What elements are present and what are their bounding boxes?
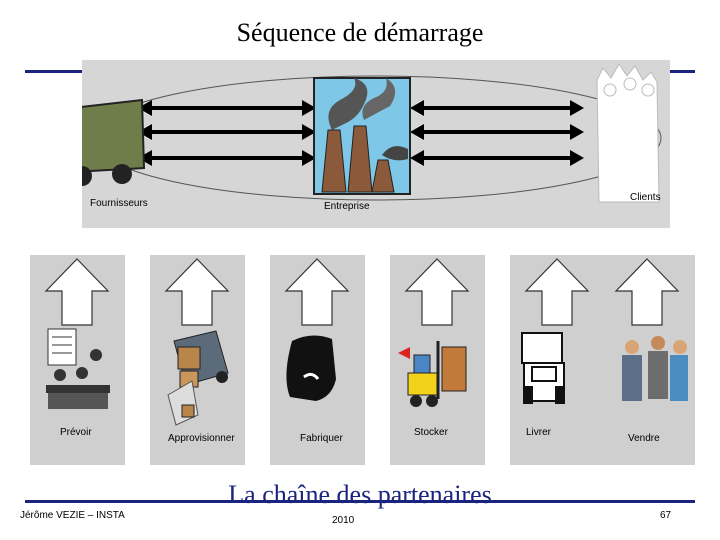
dump-truck-icon bbox=[82, 100, 144, 186]
title-rule-right bbox=[668, 70, 695, 73]
title-rule-left bbox=[25, 70, 85, 73]
semi-truck-icon bbox=[522, 333, 564, 403]
step-fabriquer: Fabriquer bbox=[270, 255, 365, 465]
step-label-livrer: Livrer bbox=[526, 427, 551, 438]
page-title: Séquence de démarrage bbox=[0, 18, 720, 48]
handshake-icon bbox=[622, 336, 688, 401]
partner-diagram bbox=[82, 60, 670, 228]
footer-rule bbox=[25, 500, 695, 503]
company-label: Entreprise bbox=[324, 201, 370, 212]
step-stocker: Stocker bbox=[390, 255, 485, 465]
manufacturing-icon bbox=[286, 335, 336, 401]
page-number: 67 bbox=[660, 510, 671, 521]
factory-icon bbox=[314, 78, 410, 194]
subtitle: La chaîne des partenaires bbox=[0, 480, 720, 510]
client-arrows bbox=[410, 100, 584, 166]
step-label-fabriquer: Fabriquer bbox=[300, 433, 343, 444]
step-approvisionner: Approvisionner bbox=[150, 255, 245, 465]
step-livrer: Livrer bbox=[510, 255, 605, 465]
crowd-icon bbox=[597, 64, 659, 202]
clients-label: Clients bbox=[630, 192, 661, 203]
footer-year: 2010 bbox=[332, 515, 354, 526]
step-prevoir: Prévoir bbox=[30, 255, 125, 465]
step-label-stocker: Stocker bbox=[414, 427, 448, 438]
footer-author: Jérôme VEZIE – INSTA bbox=[20, 510, 125, 521]
suppliers-label: Fournisseurs bbox=[90, 198, 148, 209]
step-vendre: Vendre bbox=[600, 255, 695, 465]
step-label-prevoir: Prévoir bbox=[60, 427, 92, 438]
step-label-approvisionner: Approvisionner bbox=[168, 433, 235, 444]
partner-panel: Fournisseurs Entreprise Clients bbox=[82, 60, 670, 228]
supplier-arrows bbox=[138, 100, 316, 166]
step-label-vendre: Vendre bbox=[628, 433, 660, 444]
